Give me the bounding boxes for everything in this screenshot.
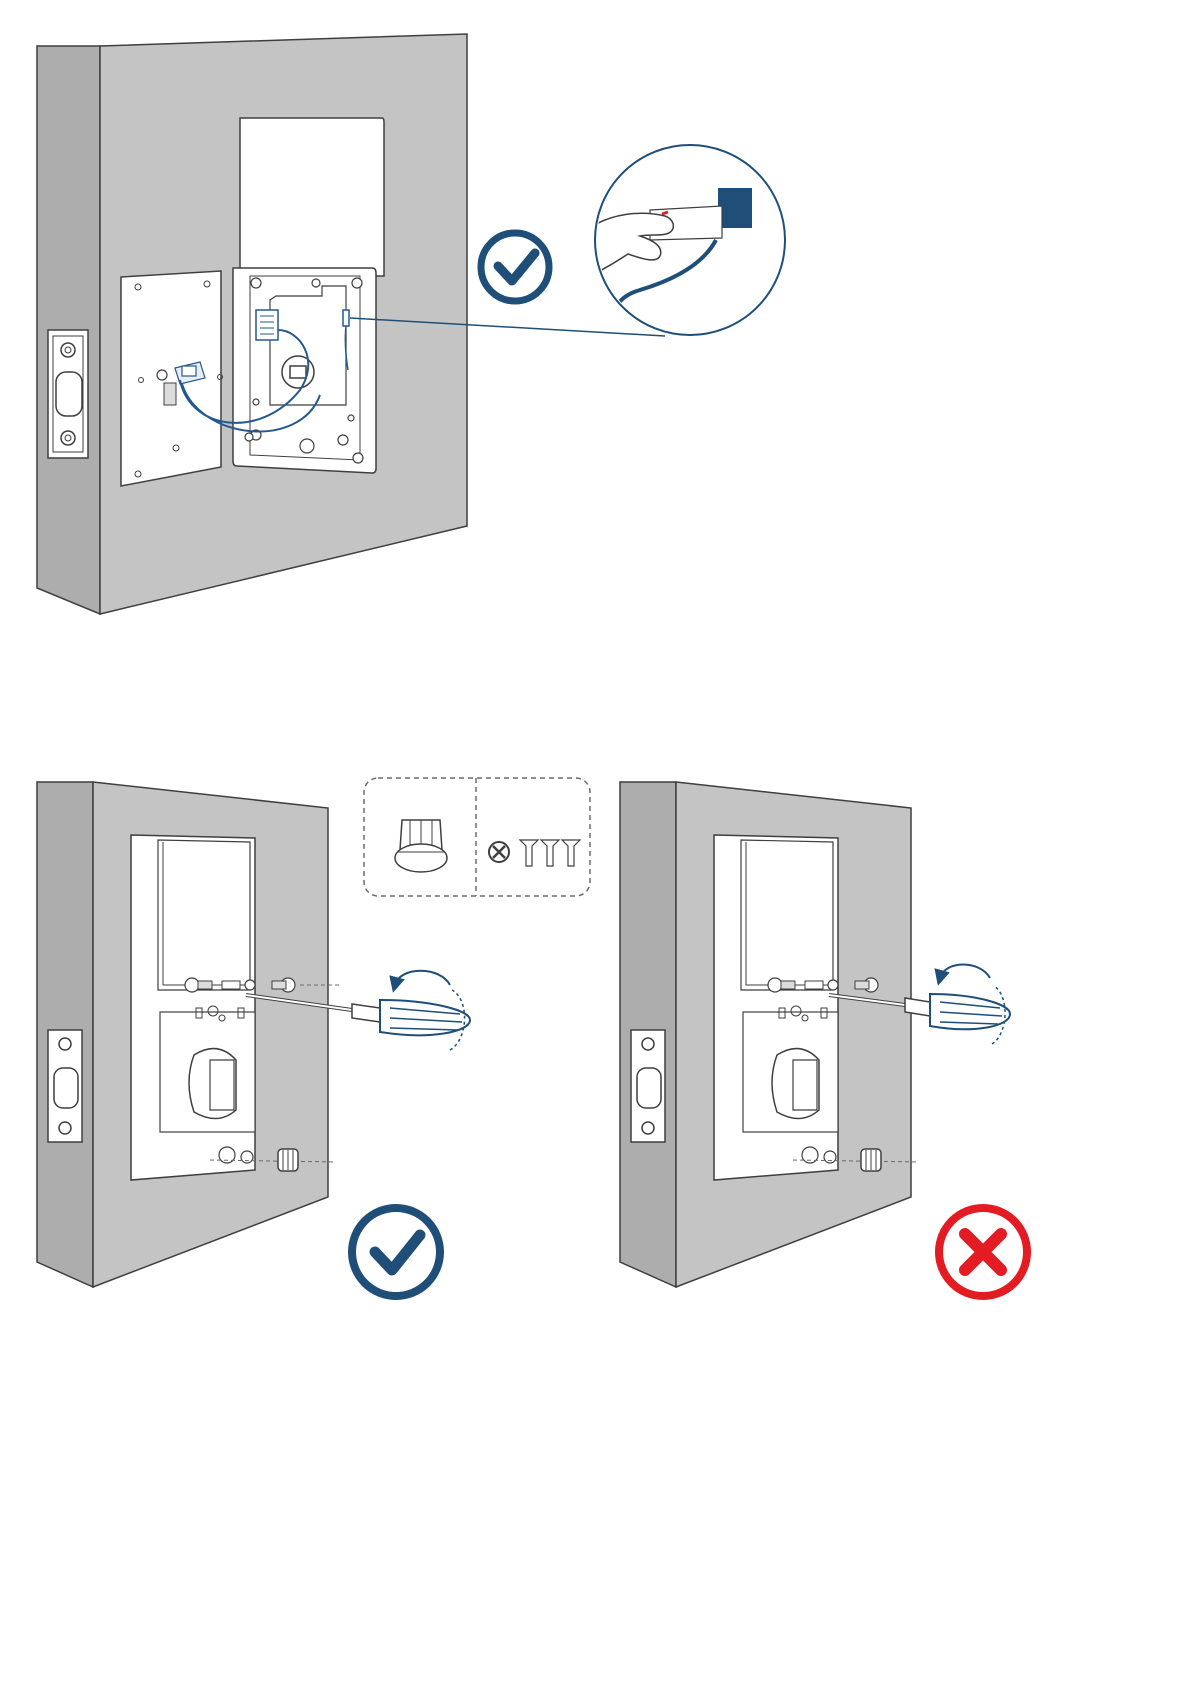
lock-top-cover bbox=[240, 118, 384, 276]
latch-faceplate bbox=[631, 1030, 665, 1142]
spindle-cam bbox=[282, 356, 314, 388]
thumbturn-cam bbox=[189, 1049, 236, 1119]
connector-socket bbox=[718, 188, 752, 228]
parts-callout bbox=[364, 778, 590, 896]
lock-interior-mount bbox=[233, 268, 376, 473]
phillips-screwdriver-bit-icon bbox=[489, 842, 509, 862]
rotate-arrow-icon bbox=[940, 965, 990, 979]
thumbturn-knob-icon bbox=[395, 820, 447, 872]
checkmark-circle-icon bbox=[481, 233, 549, 301]
flat-head-screws-icon bbox=[520, 840, 580, 866]
latch-faceplate bbox=[48, 330, 88, 458]
latch-faceplate bbox=[48, 1030, 82, 1142]
back-plate-loose bbox=[121, 271, 223, 486]
cable-connector-left bbox=[182, 366, 196, 376]
lock-interior bbox=[714, 835, 838, 1180]
cable-insertion-zoom bbox=[590, 145, 785, 340]
thumbturn-knob-icon bbox=[278, 1149, 298, 1171]
step-connect-cable bbox=[37, 34, 785, 614]
incorrect-badge bbox=[939, 1208, 1027, 1296]
correct-badge-bottom bbox=[352, 1208, 440, 1296]
correct-badge-top bbox=[481, 233, 549, 301]
circuit-connector bbox=[256, 310, 278, 340]
cable-plug bbox=[343, 310, 349, 326]
thumbturn-cam bbox=[772, 1049, 819, 1119]
step-tighten-incorrect bbox=[620, 782, 1027, 1296]
rotate-arrow-icon bbox=[395, 971, 450, 985]
thumbturn-knob-icon bbox=[861, 1149, 881, 1171]
lock-interior bbox=[131, 835, 255, 1180]
checkmark-circle-icon bbox=[352, 1208, 440, 1296]
